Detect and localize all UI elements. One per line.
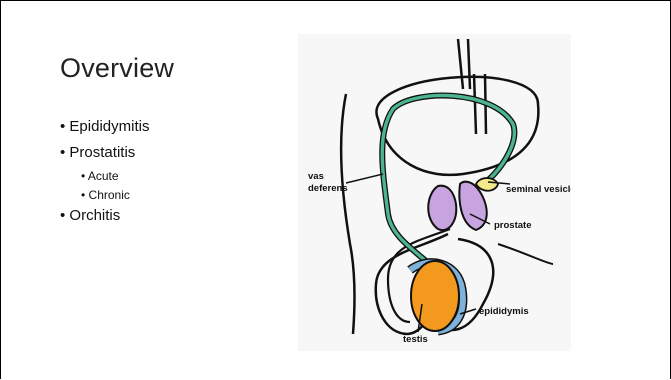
anatomy-diagram: vas deferens seminal vesicles prostate e… [298, 34, 571, 351]
bullet-orchitis: • Orchitis [60, 207, 120, 224]
seminal-vesicles [476, 178, 498, 191]
label-seminal-vesicles: seminal vesicles [506, 184, 571, 195]
label-epididymis: epididymis [479, 306, 529, 317]
bullet-epididymitis: • Epididymitis [60, 118, 149, 135]
bullet-prostatitis: • Prostatitis [60, 144, 135, 161]
prostate-left [428, 186, 456, 230]
body-outline [341, 94, 354, 334]
label-testis: testis [403, 334, 428, 345]
perineum-line [498, 244, 553, 264]
label-deferens: deferens [308, 183, 348, 194]
pointer-vas-deferens [346, 174, 383, 183]
testis [411, 261, 459, 331]
subbullet-chronic: • Chronic [81, 188, 130, 202]
label-prostate: prostate [494, 220, 531, 231]
ureter-left [458, 39, 463, 89]
ureter-left-b [468, 39, 470, 89]
ureter-right [474, 74, 476, 134]
subbullet-acute: • Acute [81, 169, 119, 183]
slide-title: Overview [60, 53, 174, 84]
label-vas: vas [308, 171, 324, 182]
anatomy-figure: vas deferens seminal vesicles prostate e… [298, 34, 571, 351]
